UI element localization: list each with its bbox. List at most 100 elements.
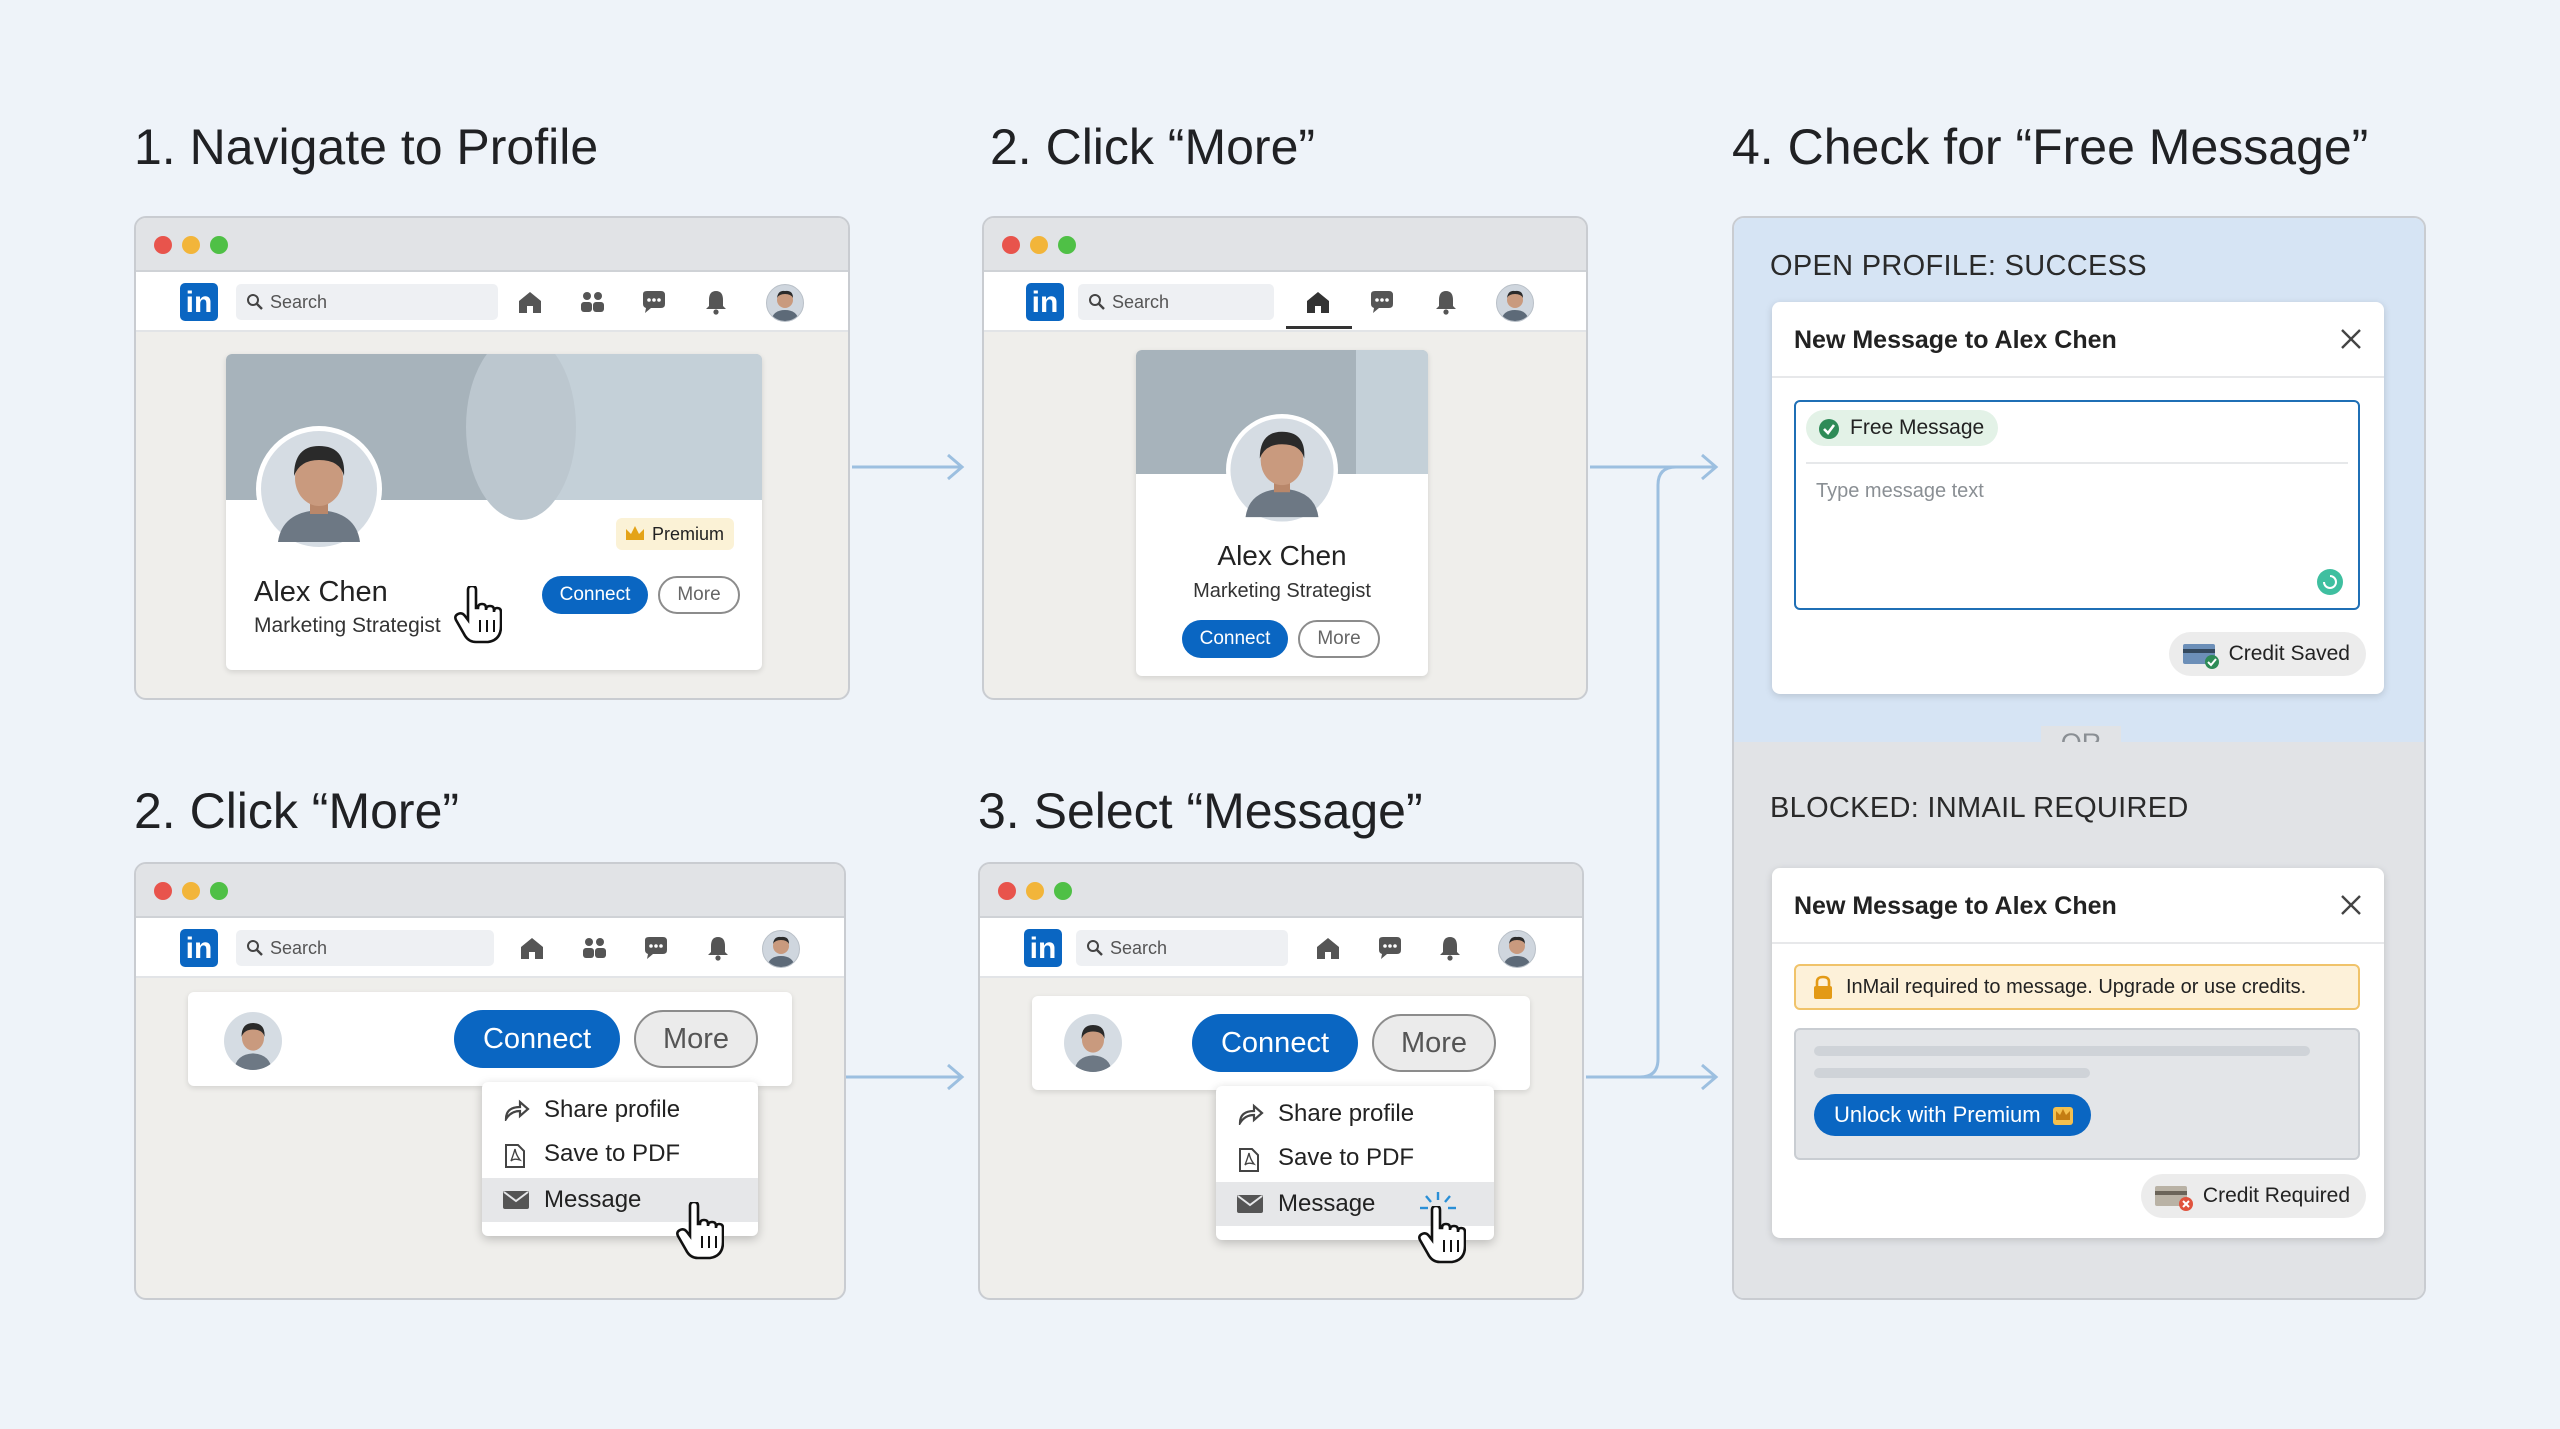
crown-icon [2052,1107,2073,1125]
close-dot[interactable] [998,882,1016,900]
search-placeholder: Search [1110,938,1168,958]
bell-icon[interactable] [1432,288,1460,316]
close-dot[interactable] [154,236,172,254]
bell-icon[interactable] [704,934,732,962]
menu-item-share[interactable]: Share profile [482,1088,758,1132]
message-dialog-blocked: New Message to Alex Chen InMail required… [1772,868,2384,1238]
titlebar [984,218,1586,272]
user-face-icon [1503,936,1531,967]
connect-button[interactable]: Connect [454,1010,620,1068]
home-icon[interactable] [1304,288,1332,316]
close-dot[interactable] [154,882,172,900]
search-input[interactable]: Search [236,284,498,320]
profile-card: Premium Alex Chen Marketing Strategist C… [226,354,762,670]
close-icon[interactable] [2340,328,2362,350]
maximize-dot[interactable] [210,236,228,254]
dialog-header: New Message to Alex Chen [1772,302,2384,378]
more-button[interactable]: More [1298,620,1380,658]
search-icon [1087,940,1103,956]
connect-button[interactable]: Connect [542,576,648,614]
titlebar [980,864,1582,918]
credit-required-label: Credit Required [2202,1184,2350,1207]
home-icon[interactable] [1314,934,1342,962]
me-avatar[interactable] [762,930,800,968]
message-placeholder: Type message text [1816,480,1984,502]
more-button[interactable]: More [658,576,740,614]
linkedin-logo[interactable]: in [1026,283,1064,321]
crown-icon [626,526,644,540]
message-composer[interactable]: Free Message Type message text [1794,400,2360,610]
menu-item-message[interactable]: Message [482,1178,758,1222]
linkedin-logo[interactable]: in [180,283,218,321]
linkedin-navbar: in Search [980,918,1582,978]
maximize-dot[interactable] [1058,236,1076,254]
maximize-dot[interactable] [210,882,228,900]
menu-item-share[interactable]: Share profile [1216,1092,1494,1136]
search-input[interactable]: Search [1076,930,1288,966]
bell-icon[interactable] [1436,934,1464,962]
menu-item-label: Message [1278,1190,1376,1217]
connect-button[interactable]: Connect [1192,1014,1358,1072]
search-icon [247,940,263,956]
search-input[interactable]: Search [236,930,494,966]
step-2-title: 2. Click “More” [990,119,1316,175]
credit-saved-label: Credit Saved [2228,642,2350,665]
home-icon[interactable] [516,288,544,316]
search-placeholder: Search [270,292,328,312]
maximize-dot[interactable] [1054,882,1072,900]
home-icon[interactable] [518,934,546,962]
messaging-icon[interactable] [1376,934,1404,962]
browser-window-step2b: in Search Connect More Share profile Sav… [134,862,846,1300]
network-icon[interactable] [578,288,606,316]
free-message-label: Free Message [1850,416,1985,439]
messaging-icon[interactable] [640,288,668,316]
dialog-header: New Message to Alex Chen [1772,868,2384,944]
browser-window-step1: in Search Premium [134,216,850,700]
titlebar [136,218,848,272]
card-icon [2182,644,2219,669]
share-icon [504,1099,530,1121]
menu-item-message[interactable]: Message [1216,1182,1494,1226]
bell-icon[interactable] [702,288,730,316]
more-button[interactable]: More [634,1010,758,1068]
me-avatar[interactable] [766,284,804,322]
connect-button[interactable]: Connect [1182,620,1288,658]
pdf-icon [1239,1148,1259,1172]
menu-item-label: Save to PDF [1278,1144,1415,1171]
close-dot[interactable] [1002,236,1020,254]
home-active-indicator [1286,326,1352,329]
titlebar [136,864,844,918]
credit-required-badge: Credit Required [2140,1174,2366,1218]
me-avatar[interactable] [1498,930,1536,968]
menu-item-pdf[interactable]: Save to PDF [1216,1136,1494,1180]
minimize-dot[interactable] [182,236,200,254]
messaging-icon[interactable] [642,934,670,962]
unlock-premium-button[interactable]: Unlock with Premium [1814,1094,2091,1136]
profile-action-bar: Connect More [188,992,792,1086]
message-dialog-success: New Message to Alex Chen Free Message Ty… [1772,302,2384,694]
dialog-title: New Message to Alex Chen [1794,892,2117,920]
messaging-icon[interactable] [1368,288,1396,316]
user-face-icon [1501,290,1529,321]
linkedin-logo[interactable]: in [180,929,218,967]
minimize-dot[interactable] [182,882,200,900]
minimize-dot[interactable] [1026,882,1044,900]
inmail-warning-text: InMail required to message. Upgrade or u… [1846,976,2307,998]
network-icon[interactable] [580,934,608,962]
browser-window-step2: in Search Alex Chen Marketing Strategist [982,216,1588,700]
refresh-icon[interactable] [2316,568,2344,596]
linkedin-logo[interactable]: in [1024,929,1062,967]
premium-label: Premium [652,524,725,544]
search-icon [247,294,263,310]
more-button[interactable]: More [1372,1014,1496,1072]
profile-headline: Marketing Strategist [254,614,441,637]
hand-cursor-icon [454,586,502,644]
profile-photo [256,426,382,552]
me-avatar[interactable] [1496,284,1534,322]
menu-item-pdf[interactable]: Save to PDF [482,1132,758,1176]
profile-card: Alex Chen Marketing Strategist Connect M… [1136,350,1428,676]
close-icon[interactable] [2340,894,2362,916]
search-input[interactable]: Search [1078,284,1274,320]
minimize-dot[interactable] [1030,236,1048,254]
